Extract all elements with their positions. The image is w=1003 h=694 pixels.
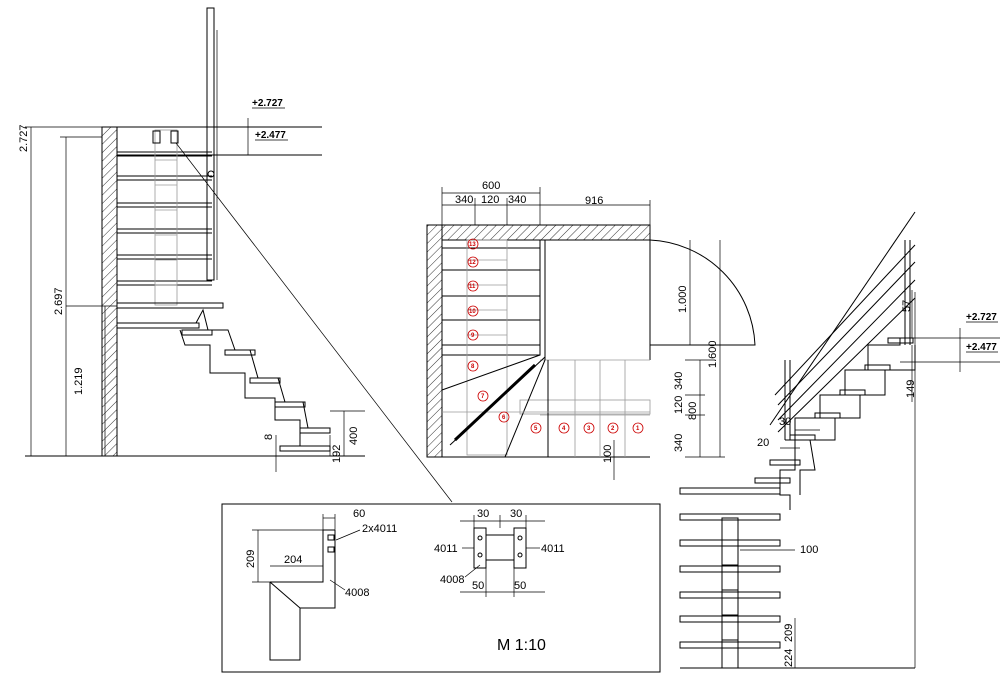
step-12: 12 — [469, 260, 476, 266]
step-11: 11 — [469, 284, 476, 290]
detail-part-label: 4008 — [345, 587, 369, 599]
step-numbers: 13 12 11 10 9 8 7 6 5 4 3 2 1 — [467, 238, 644, 434]
step-2: 2 — [611, 426, 615, 432]
step-9: 9 — [471, 333, 475, 339]
right-elevation-floor: +2.477 — [966, 342, 997, 353]
step-10: 10 — [469, 309, 476, 315]
left-dim-small: 8 — [263, 434, 275, 440]
plan-height-opening: 1.000 — [677, 285, 689, 313]
left-wall — [101, 126, 118, 457]
plan-side-top: 340 — [673, 372, 685, 390]
right-dim-100: 100 — [800, 544, 818, 556]
left-height-total: 2.727 — [18, 124, 30, 152]
step-13: 13 — [469, 242, 476, 248]
step-1: 1 — [636, 426, 640, 432]
right-dim-224: 224 — [783, 649, 795, 667]
plan-side-total: 800 — [687, 402, 699, 420]
detail-dim-height: 209 — [245, 550, 257, 568]
left-height-landing: 1.219 — [73, 367, 85, 395]
detail-dim-d: 50 — [514, 580, 526, 592]
detail-part-bottom: 4008 — [440, 574, 464, 586]
detail-part-right: 4011 — [541, 543, 565, 555]
plan-side-bottom: 340 — [673, 434, 685, 452]
step-5: 5 — [534, 426, 538, 432]
plan-side-mid: 120 — [673, 396, 685, 414]
step-8: 8 — [471, 364, 475, 370]
detail-dim-width: 204 — [284, 554, 302, 566]
scale-label: M 1:10 — [497, 637, 546, 654]
plan-wall-left — [426, 224, 443, 458]
left-dim-first: 192 — [331, 445, 343, 463]
plan-wall-top — [441, 224, 651, 241]
detail-dim-c: 50 — [472, 580, 484, 592]
right-elevation-top: +2.727 — [966, 312, 997, 323]
plan-offset-bottom: 100 — [602, 445, 614, 463]
right-section-view: +2.727 +2.477 57 149 30 20 100 209 224 — [679, 211, 1000, 669]
step-6: 6 — [502, 415, 506, 421]
left-elevation-top: +2.727 — [252, 98, 283, 109]
detail-dim-b: 30 — [510, 508, 522, 520]
left-dim-riser: 400 — [348, 427, 360, 445]
detail-part-left: 4011 — [434, 543, 458, 555]
detail-dim-a: 30 — [477, 508, 489, 520]
right-dim-57: 57 — [901, 300, 913, 312]
detail-dim-top: 60 — [353, 508, 365, 520]
step-3: 3 — [587, 426, 591, 432]
right-dim-30: 30 — [779, 416, 791, 428]
step-7: 7 — [481, 394, 485, 400]
detail-bolt-label: 2x4011 — [362, 523, 397, 535]
plan-height-total: 1.600 — [707, 340, 719, 368]
plan-width-left: 340 — [455, 194, 473, 206]
plan-width-mid: 120 — [481, 194, 499, 206]
right-dim-20: 20 — [757, 437, 769, 449]
plan-opening-width: 916 — [585, 195, 603, 207]
left-height-mid: 2.697 — [53, 287, 65, 315]
right-dim-209: 209 — [783, 624, 795, 642]
plan-view: 13 12 11 10 9 8 7 6 5 4 3 2 1 — [426, 180, 756, 480]
left-section-view: 2.727 2.697 1.219 +2.727 +2.477 400 192 … — [18, 7, 453, 503]
detail-box: 60 2x4011 209 204 4008 30 30 4011 4011 — [221, 503, 661, 673]
left-elevation-floor: +2.477 — [255, 130, 286, 141]
right-dim-149: 149 — [905, 380, 917, 398]
plan-width-right: 340 — [508, 194, 526, 206]
step-4: 4 — [562, 426, 566, 432]
plan-width-total: 600 — [482, 180, 500, 192]
